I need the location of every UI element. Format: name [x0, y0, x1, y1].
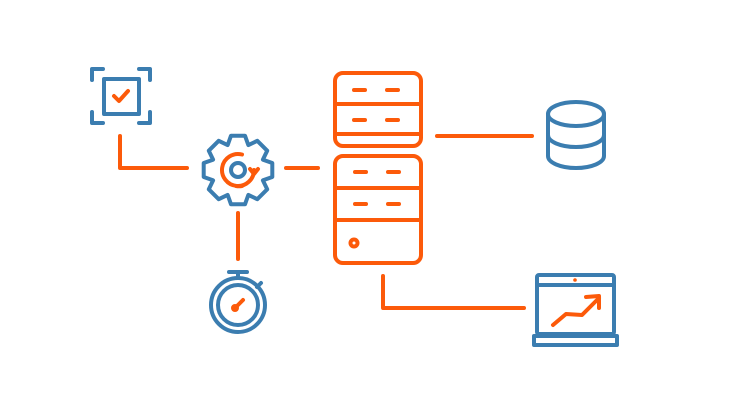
gear-refresh-icon — [201, 133, 275, 207]
stopwatch-icon — [209, 270, 267, 334]
checkbox-focus-icon — [90, 67, 152, 125]
database-icon — [546, 100, 606, 170]
server-tower-icon — [333, 154, 423, 265]
laptop-chart-icon — [532, 273, 619, 347]
edge-server-analytics — [381, 274, 526, 310]
edge-task-process — [118, 134, 189, 170]
server-rack-icon — [333, 71, 423, 148]
